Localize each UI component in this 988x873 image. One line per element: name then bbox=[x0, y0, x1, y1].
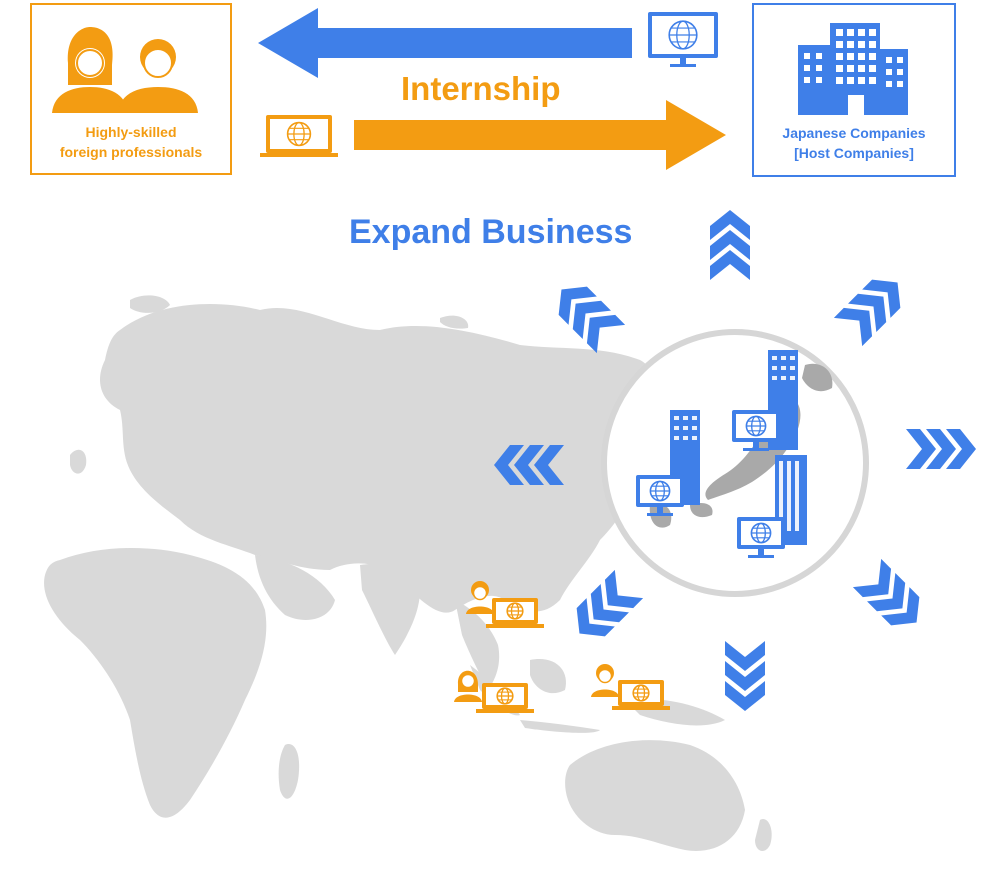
professionals-label: Highly-skilled foreign professionals bbox=[32, 122, 230, 162]
professionals-line1: Highly-skilled bbox=[85, 124, 177, 140]
arrow-to-companies bbox=[354, 100, 726, 170]
chevron-arrow-icon bbox=[725, 641, 765, 711]
laptop-icon bbox=[486, 598, 544, 628]
eurasia-landmass bbox=[100, 304, 652, 613]
globe-icon bbox=[649, 480, 671, 502]
new-zealand bbox=[755, 819, 772, 852]
java bbox=[520, 720, 600, 733]
arabia bbox=[255, 555, 335, 620]
arrow-to-professionals bbox=[258, 8, 632, 78]
monitor-icon bbox=[732, 410, 780, 451]
monitor-icon bbox=[737, 517, 785, 558]
japan-shikoku bbox=[690, 503, 713, 518]
globe-icon bbox=[506, 602, 524, 620]
india bbox=[360, 563, 420, 655]
chevron-arrow-icon bbox=[906, 429, 976, 469]
internship-title: Internship bbox=[401, 70, 561, 107]
chevron-arrow-icon bbox=[576, 569, 644, 637]
arctic-island-3 bbox=[440, 315, 469, 329]
professionals-line2: foreign professionals bbox=[59, 144, 203, 160]
companies-line2: [Host Companies] bbox=[794, 145, 914, 161]
southeast-asia bbox=[455, 600, 500, 690]
chevron-arrow-icon bbox=[833, 279, 901, 347]
globe-icon bbox=[745, 415, 767, 437]
person-icon bbox=[454, 670, 482, 702]
globe-icon bbox=[632, 684, 650, 702]
monitor-icon bbox=[636, 475, 684, 516]
japan-hokkaido bbox=[802, 363, 833, 392]
laptop-icon bbox=[476, 683, 534, 713]
laptop-icon bbox=[612, 680, 670, 710]
companies-box: Japanese Companies [Host Companies] bbox=[752, 3, 956, 177]
companies-line1: Japanese Companies bbox=[782, 125, 926, 141]
building-icon bbox=[798, 23, 908, 115]
madagascar bbox=[278, 744, 300, 799]
chevron-arrow-icon bbox=[558, 286, 626, 354]
british-isles bbox=[70, 449, 87, 474]
scandinavia bbox=[150, 352, 209, 415]
borneo bbox=[530, 659, 566, 694]
companies-label: Japanese Companies [Host Companies] bbox=[754, 123, 954, 163]
globe-icon bbox=[496, 687, 514, 705]
chevron-arrow-icon bbox=[852, 558, 920, 626]
chevron-arrow-icon bbox=[494, 445, 564, 485]
arctic-island-2 bbox=[290, 317, 318, 332]
monitor-icon bbox=[648, 12, 718, 67]
person-icon bbox=[591, 664, 619, 697]
chevron-arrow-icon bbox=[710, 210, 750, 280]
globe-icon bbox=[668, 20, 698, 50]
arctic-island bbox=[130, 295, 170, 313]
expand-business-title: Expand Business bbox=[349, 213, 633, 251]
globe-icon bbox=[286, 121, 312, 147]
australia bbox=[565, 740, 745, 851]
people-icon bbox=[52, 27, 198, 113]
laptop-icon bbox=[260, 115, 338, 157]
person-icon bbox=[466, 581, 494, 614]
professionals-box: Highly-skilled foreign professionals bbox=[30, 3, 232, 175]
internship-arrows bbox=[258, 8, 726, 170]
africa bbox=[44, 548, 267, 818]
globe-icon bbox=[750, 522, 772, 544]
